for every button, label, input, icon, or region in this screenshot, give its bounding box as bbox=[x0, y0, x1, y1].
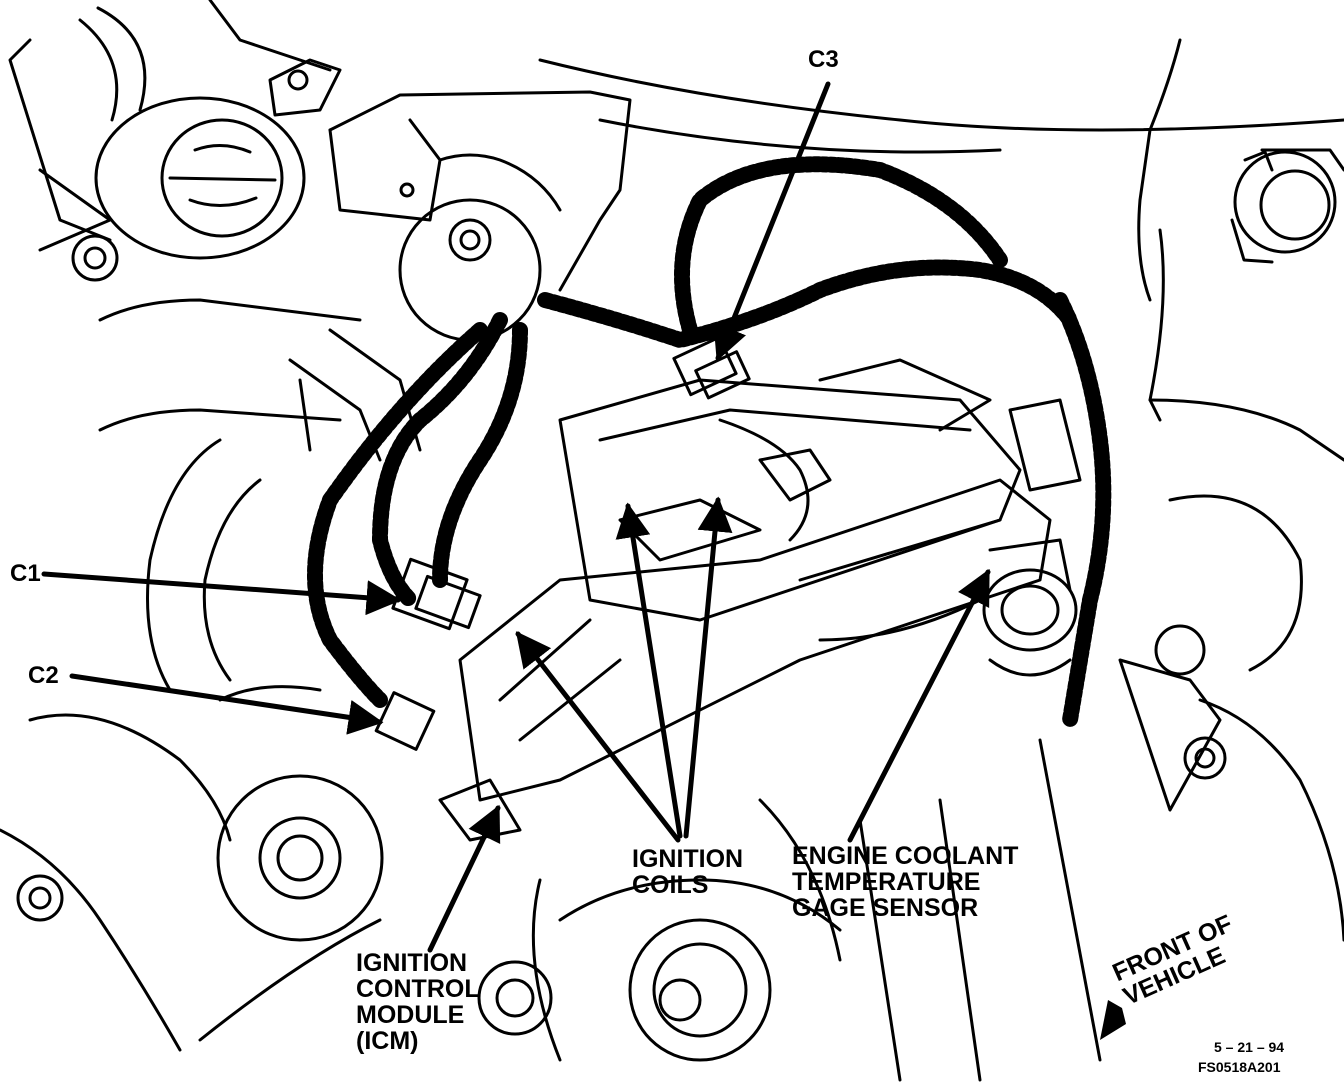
figure-date: 5 – 21 – 94 bbox=[1214, 1039, 1285, 1055]
c2-pointer bbox=[69, 673, 384, 735]
ect-sensor-body bbox=[982, 398, 1082, 677]
harness-top bbox=[307, 156, 1112, 728]
callout-c2: C2 bbox=[28, 662, 59, 689]
icm-label: IGNITION CONTROL MODULE (ICM) bbox=[356, 949, 480, 1055]
front-arrow-icon bbox=[1100, 1000, 1126, 1040]
coil-pointer-1 bbox=[615, 502, 683, 839]
ect-sensor-label: ENGINE COOLANT TEMPERATURE GAGE SENSOR bbox=[792, 842, 1019, 922]
ignition-coils-label: IGNITION COILS bbox=[632, 845, 744, 899]
c1-pointer bbox=[41, 571, 402, 616]
c3-pointer bbox=[713, 81, 831, 362]
callout-c3: C3 bbox=[808, 46, 839, 73]
callout-c1: C1 bbox=[10, 560, 41, 587]
coil-pointer-3 bbox=[515, 631, 681, 843]
ignition-coil-pack bbox=[558, 358, 1022, 622]
icm-housing bbox=[438, 478, 1052, 842]
figure-code: FS0518A201 bbox=[1198, 1059, 1281, 1075]
icm-pointer bbox=[427, 804, 501, 953]
coil-pointer-2 bbox=[683, 496, 733, 839]
ect-pointer bbox=[847, 568, 991, 843]
radiator-cap bbox=[94, 96, 306, 260]
